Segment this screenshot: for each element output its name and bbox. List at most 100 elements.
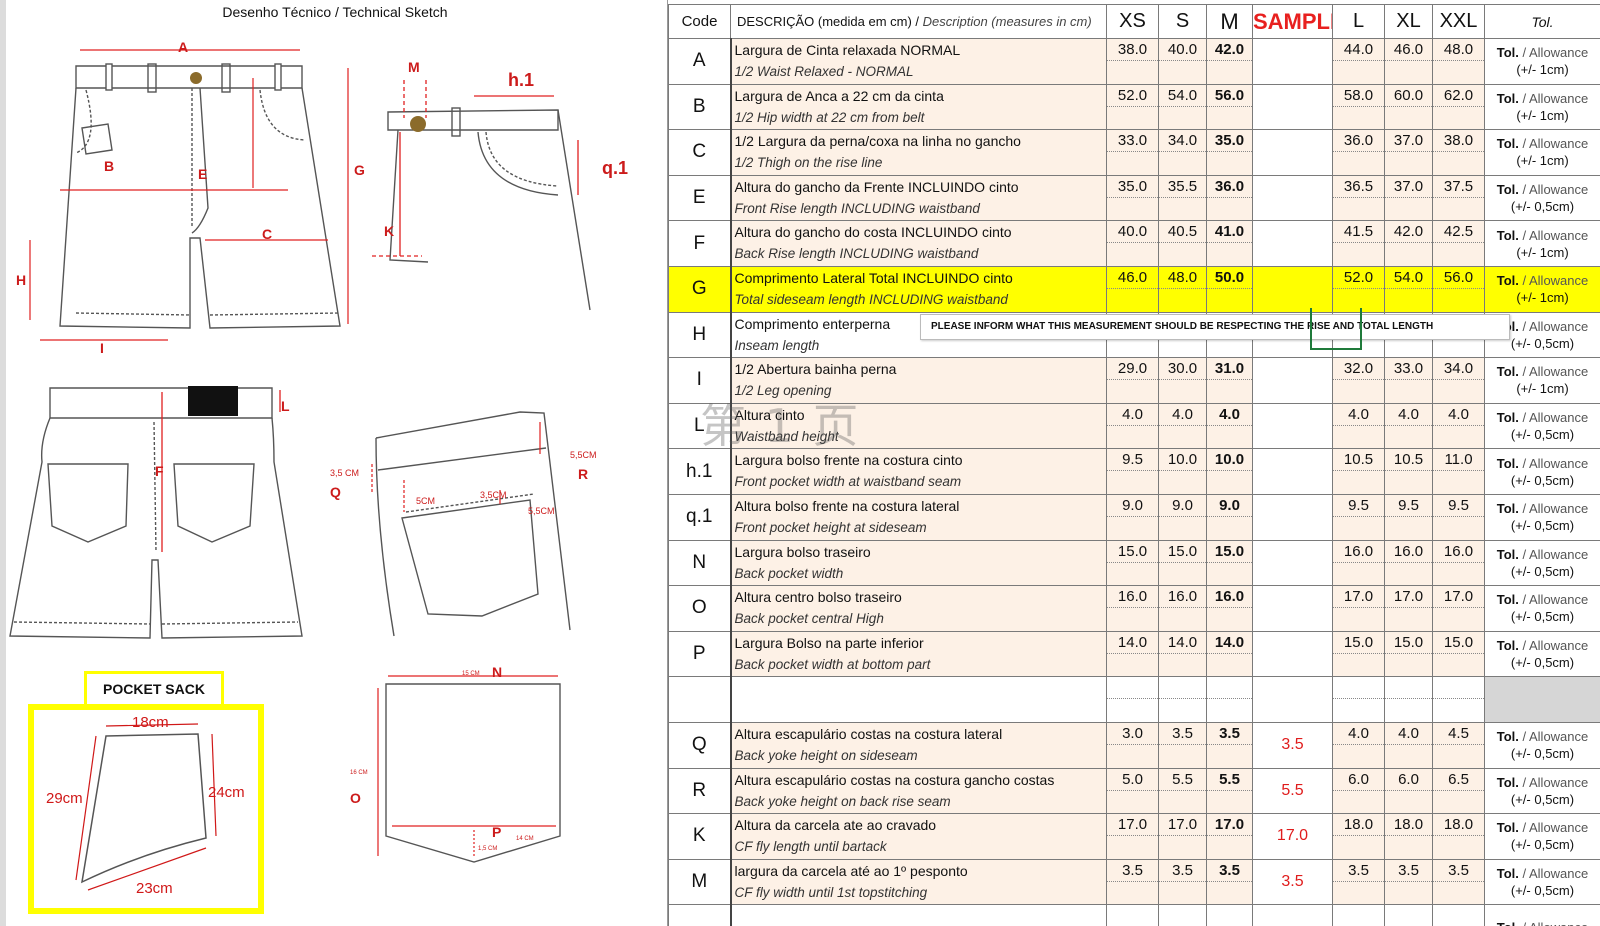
cell-xxl[interactable]: 37.5	[1432, 174, 1485, 222]
cell-tolerance[interactable]: Tol. / Allowance(+/- 0,5cm)	[1484, 402, 1600, 450]
cell-sample[interactable]: 3.5	[1252, 721, 1333, 769]
cell-m[interactable]: 35.0	[1206, 129, 1253, 176]
cell-m[interactable]	[1206, 904, 1253, 926]
cell-code[interactable]	[668, 676, 732, 723]
cell-xxl[interactable]: 9.5	[1432, 493, 1485, 541]
cell-xl[interactable]: 4.0	[1384, 402, 1433, 450]
cell-sample[interactable]	[1252, 448, 1333, 495]
cell-xl[interactable]: 18.0	[1384, 813, 1433, 860]
cell-sample[interactable]	[1252, 174, 1333, 222]
cell-l[interactable]: 15.0	[1332, 630, 1385, 678]
cell-code[interactable]: K	[668, 813, 732, 860]
cell-m[interactable]: 15.0	[1206, 539, 1253, 587]
cell-xxl[interactable]	[1432, 904, 1485, 926]
cell-xl[interactable]: 54.0	[1384, 265, 1433, 313]
cell-l[interactable]: 6.0	[1332, 767, 1385, 815]
cell-code[interactable]: A	[668, 38, 732, 85]
cell-l[interactable]: 4.0	[1332, 402, 1385, 450]
cell-tolerance[interactable]: Tol. / Allowance(+/- 0,5cm)	[1484, 448, 1600, 495]
cell-xxl[interactable]	[1432, 676, 1485, 723]
cell-sample[interactable]	[1252, 129, 1333, 176]
cell-sample[interactable]	[1252, 539, 1333, 587]
cell-m[interactable]: 36.0	[1206, 174, 1253, 222]
cell-l[interactable]: 41.5	[1332, 220, 1385, 267]
cell-xs[interactable]: 14.0	[1106, 630, 1159, 678]
cell-l[interactable]	[1332, 904, 1385, 926]
cell-s[interactable]: 9.0	[1158, 493, 1207, 541]
cell-xxl[interactable]: 34.0	[1432, 357, 1485, 404]
cell-tolerance[interactable]: Tol. / Allowance(+/- 1cm)	[1484, 220, 1600, 267]
cell-s[interactable]: 30.0	[1158, 357, 1207, 404]
header-sample[interactable]: SAMPLE	[1252, 4, 1333, 39]
cell-xxl[interactable]: 6.5	[1432, 767, 1485, 815]
cell-tolerance[interactable]: Tol. / Allowance(+/- 0,5cm)	[1484, 539, 1600, 587]
cell-xl[interactable]: 4.0	[1384, 721, 1433, 769]
cell-l[interactable]: 52.0	[1332, 265, 1385, 313]
cell-tolerance[interactable]: Tol. / Allowance(+/- 1cm)	[1484, 265, 1600, 313]
cell-xl[interactable]: 15.0	[1384, 630, 1433, 678]
header-xs[interactable]: XS	[1106, 4, 1159, 39]
cell-xxl[interactable]: 62.0	[1432, 83, 1485, 131]
selected-cell[interactable]	[1310, 308, 1362, 350]
cell-sample[interactable]: 17.0	[1252, 813, 1333, 860]
cell-m[interactable]: 42.0	[1206, 38, 1253, 85]
cell-l[interactable]: 4.0	[1332, 721, 1385, 769]
cell-sample[interactable]	[1252, 83, 1333, 131]
cell-code[interactable]: Q	[668, 721, 732, 769]
cell-xs[interactable]: 52.0	[1106, 83, 1159, 131]
cell-code[interactable]: O	[668, 585, 732, 632]
cell-m[interactable]: 17.0	[1206, 813, 1253, 860]
header-description[interactable]: DESCRIÇÃO (medida em cm) / Description (…	[730, 4, 1107, 39]
cell-s[interactable]: 14.0	[1158, 630, 1207, 678]
cell-xl[interactable]: 10.5	[1384, 448, 1433, 495]
header-s[interactable]: S	[1158, 4, 1207, 39]
cell-sample[interactable]	[1252, 493, 1333, 541]
cell-xxl[interactable]: 4.0	[1432, 402, 1485, 450]
cell-xl[interactable]: 37.0	[1384, 129, 1433, 176]
cell-xl[interactable]: 37.0	[1384, 174, 1433, 222]
cell-xxl[interactable]: 4.5	[1432, 721, 1485, 769]
cell-tolerance[interactable]: Tol. / Allowance(+/- 1cm)	[1484, 38, 1600, 85]
cell-xxl[interactable]: 11.0	[1432, 448, 1485, 495]
cell-tolerance[interactable]: Tol. / Allowance(+/- 1cm)	[1484, 129, 1600, 176]
cell-description[interactable]: Altura escapulário costas na costura gan…	[730, 767, 1107, 815]
header-xl[interactable]: XL	[1384, 4, 1433, 39]
cell-m[interactable]: 3.5	[1206, 858, 1253, 906]
cell-description[interactable]: 1/2 Largura da perna/coxa na linha no ga…	[730, 129, 1107, 176]
cell-xxl[interactable]: 16.0	[1432, 539, 1485, 587]
header-tol[interactable]: Tol.	[1484, 4, 1600, 39]
cell-tolerance[interactable]: Tol. / Allowance	[1484, 904, 1600, 926]
cell-xl[interactable]: 33.0	[1384, 357, 1433, 404]
cell-xl[interactable]: 42.0	[1384, 220, 1433, 267]
cell-xl[interactable]: 6.0	[1384, 767, 1433, 815]
cell-code[interactable]: E	[668, 174, 732, 222]
cell-sample[interactable]: 5.5	[1252, 767, 1333, 815]
cell-tolerance[interactable]: Tol. / Allowance(+/- 0,5cm)	[1484, 767, 1600, 815]
cell-sample[interactable]	[1252, 676, 1333, 723]
cell-xxl[interactable]: 48.0	[1432, 38, 1485, 85]
cell-s[interactable]	[1158, 676, 1207, 723]
cell-m[interactable]: 41.0	[1206, 220, 1253, 267]
cell-xs[interactable]: 5.0	[1106, 767, 1159, 815]
cell-s[interactable]: 34.0	[1158, 129, 1207, 176]
cell-code[interactable]: N	[668, 539, 732, 587]
cell-code[interactable]: G	[668, 265, 732, 313]
cell-xs[interactable]	[1106, 676, 1159, 723]
comment-note[interactable]: PLEASE INFORM WHAT THIS MEASUREMENT SHOU…	[920, 314, 1510, 340]
cell-code[interactable]: C	[668, 129, 732, 176]
cell-xs[interactable]: 33.0	[1106, 129, 1159, 176]
cell-xxl[interactable]: 42.5	[1432, 220, 1485, 267]
cell-xs[interactable]: 9.5	[1106, 448, 1159, 495]
cell-code[interactable]	[668, 904, 732, 926]
cell-description[interactable]	[730, 676, 1107, 723]
cell-s[interactable]: 15.0	[1158, 539, 1207, 587]
cell-l[interactable]: 3.5	[1332, 858, 1385, 906]
cell-xs[interactable]: 35.0	[1106, 174, 1159, 222]
cell-s[interactable]: 35.5	[1158, 174, 1207, 222]
